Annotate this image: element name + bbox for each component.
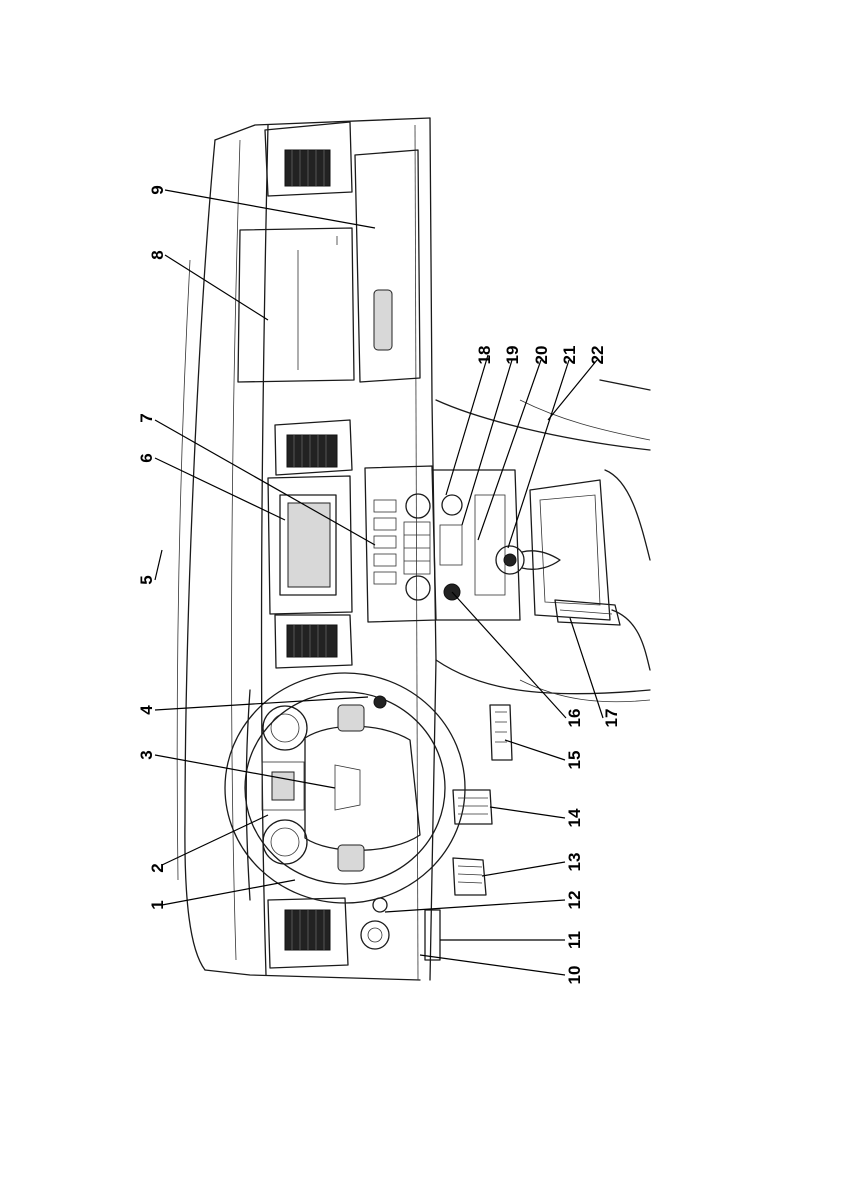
vent-center-top: [275, 420, 352, 475]
callout-18: 18: [475, 346, 494, 365]
callout-3: 3: [137, 750, 156, 759]
callout-17: 17: [602, 709, 621, 728]
instrument-cluster: [246, 690, 307, 900]
callout-21: 21: [560, 346, 579, 365]
center-display: [268, 476, 352, 614]
pedal-clutch: [453, 858, 486, 895]
pedal-brake: [453, 790, 492, 824]
callout-11: 11: [565, 931, 584, 949]
vent-left: [268, 898, 348, 968]
callout-2: 2: [148, 863, 167, 872]
callout-9: 9: [148, 185, 167, 194]
callout-7: 7: [137, 413, 156, 422]
center-console: [432, 470, 520, 620]
callout-12: 12: [565, 891, 584, 910]
callout-4: 4: [137, 705, 156, 715]
callout-8: 8: [148, 250, 167, 259]
callout-10: 10: [565, 966, 584, 985]
callout-22: 22: [588, 346, 607, 365]
callout-14: 14: [565, 808, 584, 827]
parking-brake: [555, 600, 620, 625]
callout-16: 16: [565, 709, 584, 728]
steering-wheel: [225, 673, 465, 903]
callout-20: 20: [532, 346, 551, 365]
callout-13: 13: [565, 853, 584, 872]
callout-1: 1: [148, 900, 167, 909]
vent-center-bottom: [275, 615, 352, 668]
pedal-accelerator: [490, 705, 512, 760]
light-switch: [361, 898, 389, 949]
callout-19: 19: [503, 346, 522, 365]
callout-6: 6: [137, 453, 156, 462]
callout-15: 15: [565, 751, 584, 770]
callout-5: 5: [137, 575, 156, 584]
dashboard-illustration: [177, 118, 650, 980]
center-controls: [365, 466, 436, 622]
gear-shift: [496, 480, 610, 620]
vent-top-right: [265, 122, 352, 196]
